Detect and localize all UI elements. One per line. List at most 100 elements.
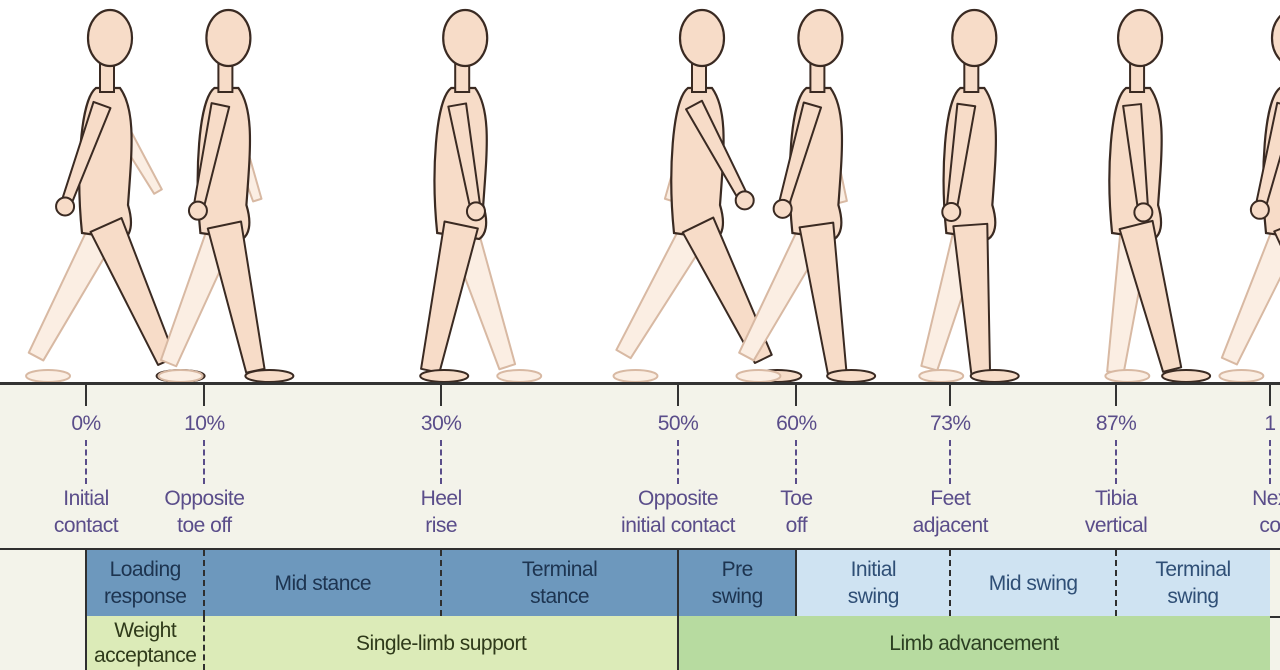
task-label-line1: Single-limb support xyxy=(356,631,527,655)
front-leg xyxy=(1273,227,1280,247)
event-dash-line xyxy=(795,440,798,484)
phase-label-line1: Terminal xyxy=(1155,558,1231,581)
hand xyxy=(465,201,486,222)
event-dash-line xyxy=(677,440,679,484)
phase-segment: Mid stance xyxy=(204,550,442,616)
front-foot xyxy=(419,369,470,383)
back-foot xyxy=(496,369,543,383)
walking-figures xyxy=(25,8,1280,383)
event-dash-line xyxy=(440,440,443,484)
group-empty-left xyxy=(0,616,86,670)
head xyxy=(797,8,844,68)
percent-label: 87% xyxy=(1095,412,1137,435)
phase-label-line1: Terminal xyxy=(521,558,598,581)
back-foot xyxy=(25,369,72,383)
event-label-line1: Tibia xyxy=(1094,487,1138,510)
front-leg xyxy=(798,221,848,375)
hand xyxy=(1133,202,1154,223)
phase-label-line2: stance xyxy=(530,585,590,608)
phase-label-line1: Pre xyxy=(721,558,754,581)
phase-label-line1: Mid stance xyxy=(274,571,372,595)
phase-divider xyxy=(203,550,206,616)
phase-label-line2: swing xyxy=(847,585,900,608)
event-label-line2: toe off xyxy=(177,514,232,537)
event-dash-line xyxy=(949,440,952,484)
percent-label: 73% xyxy=(930,412,971,435)
event-label: Opposite initial contact xyxy=(593,485,763,539)
event-dash-line xyxy=(203,440,206,484)
hand xyxy=(55,196,76,217)
walking-figure xyxy=(612,8,803,383)
axis-tick xyxy=(85,384,87,406)
task-label-line2: acceptance xyxy=(93,644,197,667)
event-dash-line xyxy=(1115,440,1118,484)
ground-line xyxy=(0,382,1280,385)
axis-tick xyxy=(1269,384,1271,406)
back-leg xyxy=(1220,217,1280,366)
event-label: Heel rise xyxy=(356,485,526,539)
front-foot xyxy=(244,369,295,383)
percent-label: 60% xyxy=(776,412,817,435)
event-label-line1: Opposite xyxy=(637,487,719,510)
phase-label-line1: Mid swing xyxy=(988,571,1078,595)
phase-segment: Initial swing xyxy=(796,550,951,616)
phase-divider xyxy=(795,550,798,616)
front-foot xyxy=(826,369,877,383)
phase-label-line1: Initial xyxy=(850,558,897,581)
percent-label: 50% xyxy=(657,412,699,435)
event-label-line1: Heel xyxy=(420,487,463,510)
walking-figure xyxy=(25,8,206,383)
front-leg xyxy=(420,220,479,374)
functional-task-segment: Single-limb support xyxy=(204,616,678,670)
axis-tick xyxy=(203,384,206,406)
percent-label: 10% xyxy=(184,412,225,435)
front-leg xyxy=(1118,219,1183,373)
phase-segment: Terminal swing xyxy=(1116,550,1270,616)
hand xyxy=(734,190,755,211)
phase-empty-left xyxy=(0,550,86,616)
event-label-line1: Opposite xyxy=(164,487,245,510)
head xyxy=(1116,8,1164,68)
back-foot xyxy=(157,369,204,383)
phase-label-line2: response xyxy=(104,585,187,608)
axis-tick xyxy=(795,384,798,406)
back-foot xyxy=(612,369,659,383)
walking-figure xyxy=(419,8,543,383)
axis-tick xyxy=(677,384,679,406)
head xyxy=(86,8,134,68)
axis-tick xyxy=(949,384,952,406)
axis-tick xyxy=(1115,384,1118,406)
task-label-line1: Weight xyxy=(114,619,177,642)
event-label-line1: Initial xyxy=(63,487,109,510)
hand xyxy=(1249,199,1270,220)
hand xyxy=(187,200,208,221)
event-label: Opposite toe off xyxy=(119,485,289,539)
phase-segment: Terminal stance xyxy=(441,550,678,616)
functional-task-segment: Limb advancement xyxy=(678,616,1270,670)
front-leg xyxy=(206,220,266,374)
event-label-line2: initial contact xyxy=(621,514,735,537)
phase-divider xyxy=(677,550,679,616)
phase-divider xyxy=(85,550,87,616)
percent-label: 1 xyxy=(1264,412,1276,435)
walking-figure xyxy=(735,8,877,383)
front-foot xyxy=(969,369,1020,383)
phase-segment: Mid swing xyxy=(950,550,1117,616)
event-label-line2: rise xyxy=(425,514,458,537)
head xyxy=(442,8,489,68)
back-foot xyxy=(1104,369,1151,383)
back-foot xyxy=(735,369,782,383)
back-foot xyxy=(918,369,965,383)
hand xyxy=(941,201,962,222)
phase-divider xyxy=(1115,550,1118,616)
front-leg xyxy=(681,216,773,365)
percent-label: 30% xyxy=(420,412,462,435)
phase-label-line2: swing xyxy=(1167,585,1219,608)
